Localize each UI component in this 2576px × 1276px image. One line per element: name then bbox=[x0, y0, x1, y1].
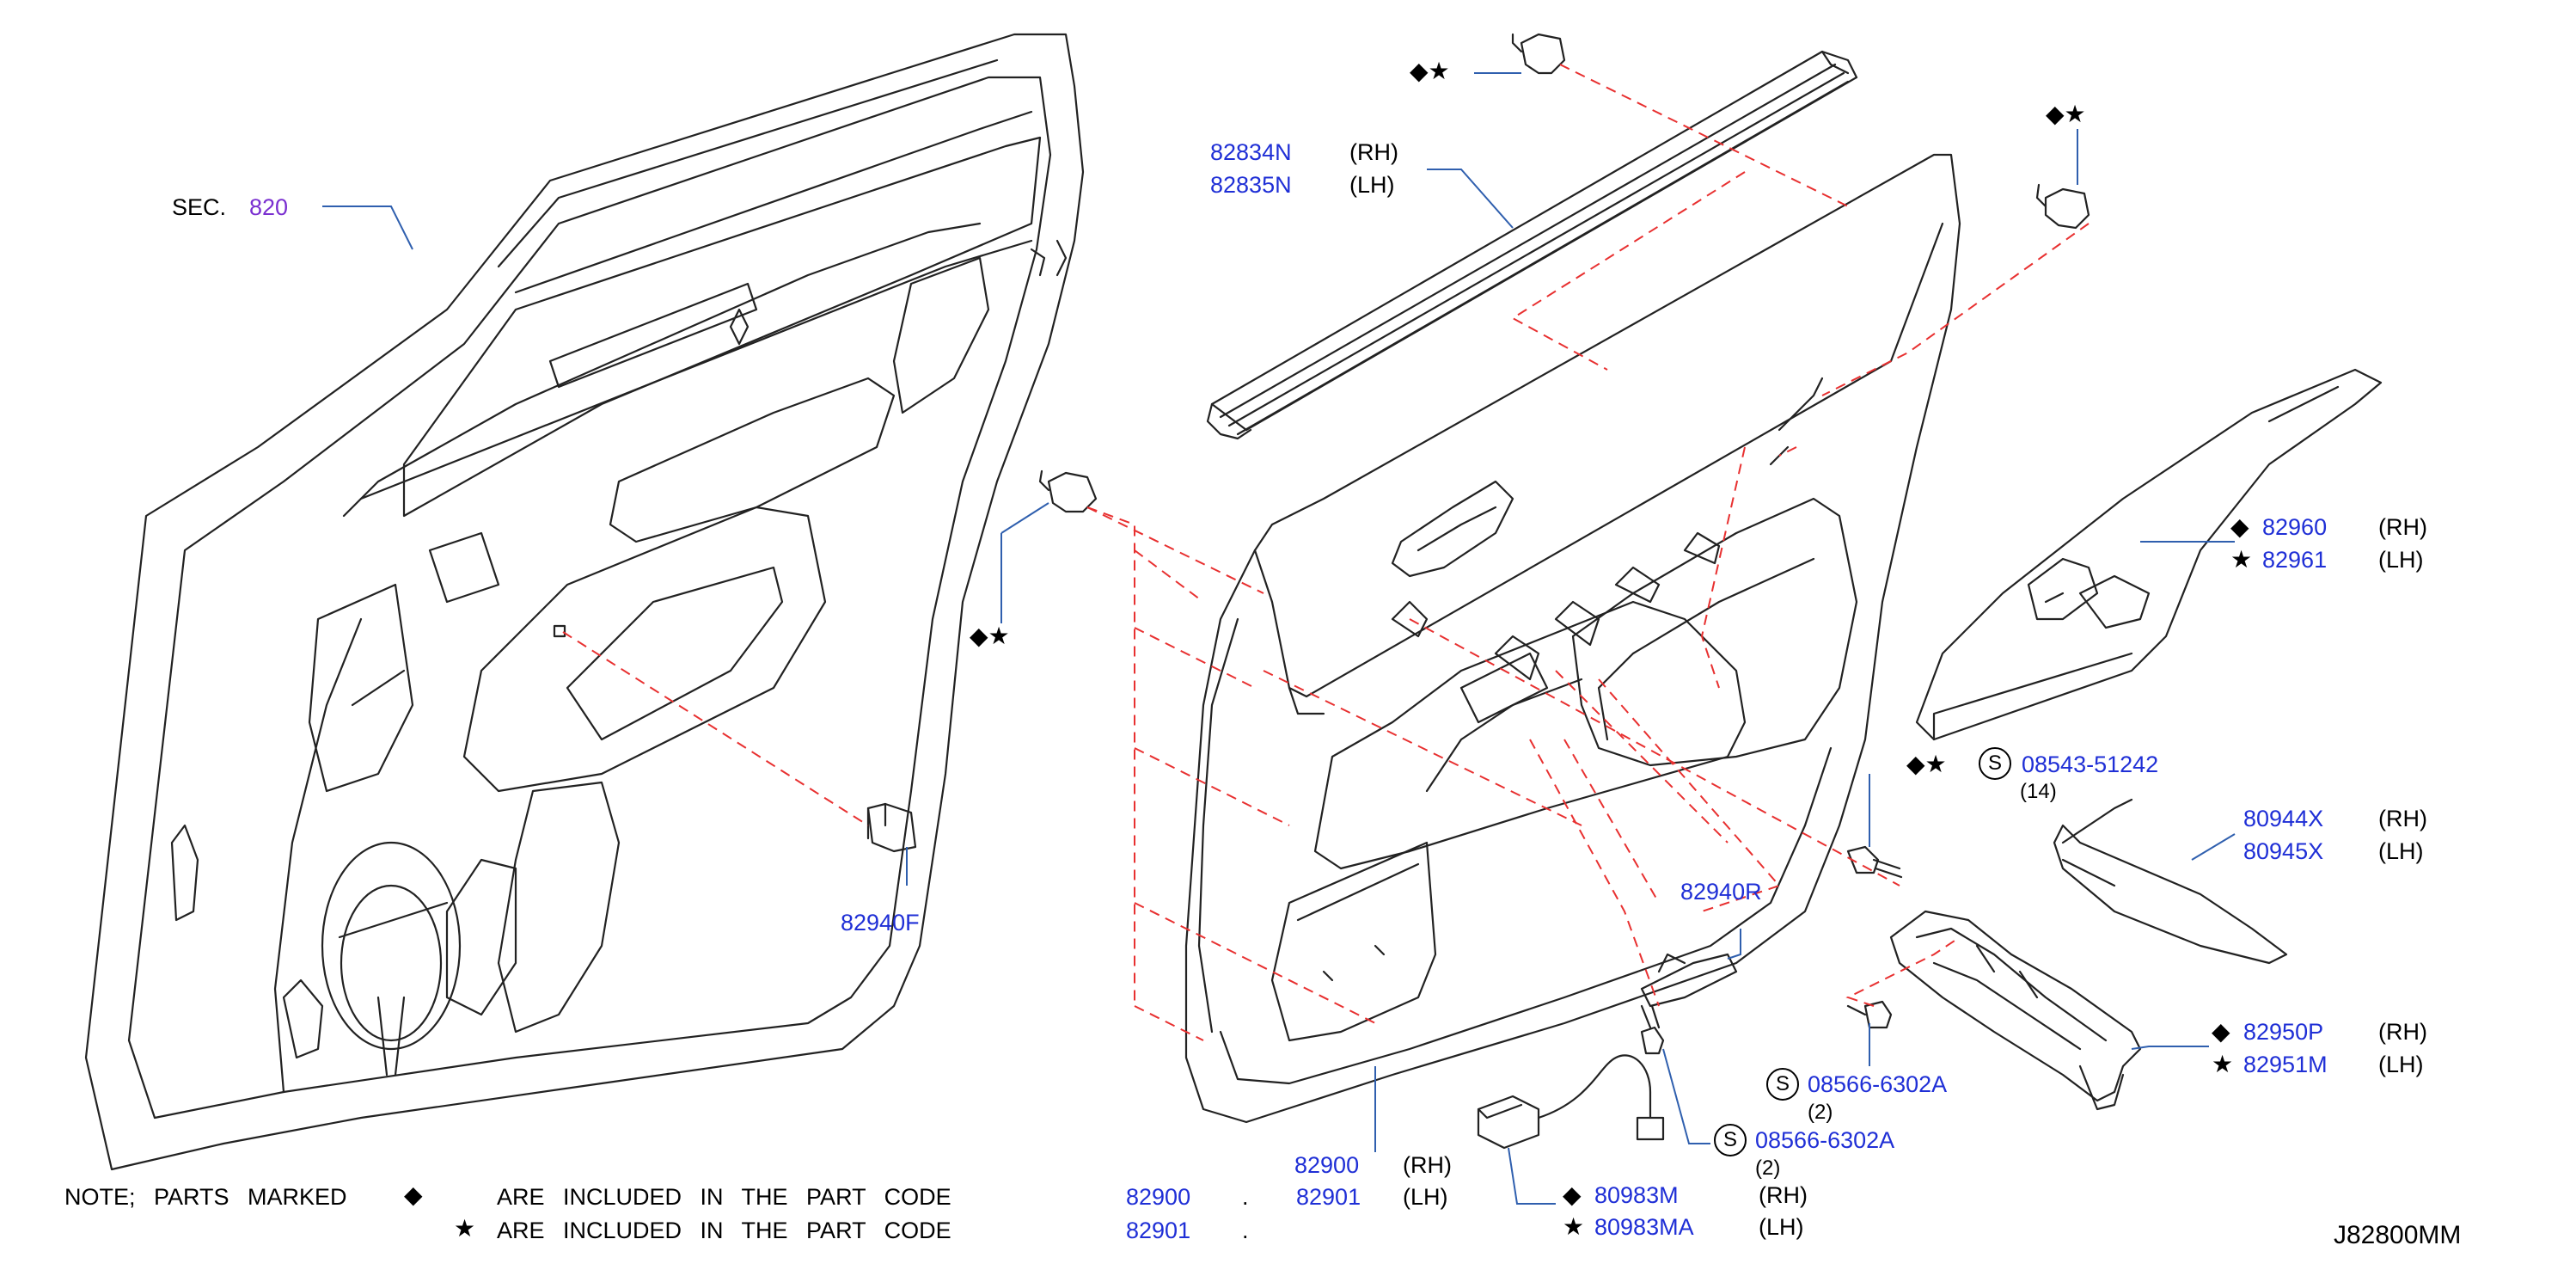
part-80945x-side: (LH) bbox=[2378, 838, 2424, 864]
part-80983m[interactable]: 80983M bbox=[1594, 1182, 1679, 1208]
part-82960[interactable]: 82960 bbox=[2262, 514, 2328, 540]
part-08566-qty: (2) bbox=[1755, 1156, 1781, 1180]
harness-80983m bbox=[1477, 1054, 1665, 1150]
bracket-clip-82940r bbox=[1640, 953, 1738, 1008]
part-82940r[interactable]: 82940R bbox=[1680, 879, 1762, 905]
part-08566-qty: (2) bbox=[1808, 1101, 1833, 1124]
part-82835n[interactable]: 82835N bbox=[1210, 172, 1292, 198]
part-82951m-side: (LH) bbox=[2378, 1052, 2424, 1077]
diamond-star-marker: ◆★ bbox=[2046, 100, 2086, 128]
part-80983m-side: (RH) bbox=[1759, 1182, 1808, 1208]
note-dot: . bbox=[1242, 1218, 1249, 1243]
part-08543-51242[interactable]: 08543-51242 bbox=[2022, 751, 2159, 777]
star-marker: ★ bbox=[2212, 1050, 2234, 1078]
door-inner-panel bbox=[84, 33, 1085, 1171]
part-08543-qty: (14) bbox=[2020, 780, 2057, 803]
note-code-82901[interactable]: 82901 bbox=[1126, 1218, 1191, 1243]
diamond-star-marker: ◆★ bbox=[1906, 750, 1947, 778]
sec-number-link[interactable]: 820 bbox=[249, 194, 289, 220]
part-80945x[interactable]: 80945X bbox=[2243, 838, 2324, 864]
part-08566-6302a[interactable]: 08566-6302A bbox=[1808, 1071, 1948, 1097]
clip-top bbox=[1511, 33, 1566, 75]
diamond-star-marker: ◆★ bbox=[970, 622, 1010, 650]
screw-08566-b bbox=[1640, 1004, 1665, 1055]
star-marker: ★ bbox=[2230, 545, 2253, 574]
diamond-marker: ◆ bbox=[2230, 512, 2249, 541]
diamond-marker: ◆ bbox=[404, 1181, 423, 1209]
part-82950p-side: (RH) bbox=[2378, 1019, 2427, 1045]
part-82900[interactable]: 82900 bbox=[1294, 1152, 1360, 1178]
part-82950p[interactable]: 82950P bbox=[2243, 1019, 2324, 1045]
note-code-82901-side: (LH) bbox=[1403, 1184, 1448, 1210]
note-line2-text: ARE INCLUDED IN THE PART CODE bbox=[497, 1218, 951, 1243]
part-80944x[interactable]: 80944X bbox=[2243, 806, 2324, 831]
part-08566-6302a[interactable]: 08566-6302A bbox=[1755, 1127, 1895, 1153]
pull-handle-bracket bbox=[1889, 910, 2142, 1111]
part-82900-side: (RH) bbox=[1403, 1152, 1452, 1178]
note-line1-prefix: NOTE; PARTS MARKED bbox=[64, 1184, 347, 1210]
clip-left bbox=[1038, 469, 1098, 513]
s-standard-part-badge: S bbox=[1714, 1124, 1747, 1156]
diamond-star-marker: ◆★ bbox=[1410, 57, 1450, 85]
star-marker: ★ bbox=[1563, 1212, 1585, 1241]
note-code-82901[interactable]: 82901 bbox=[1296, 1184, 1361, 1210]
part-82961-side: (LH) bbox=[2378, 547, 2424, 573]
part-82951m[interactable]: 82951M bbox=[2243, 1052, 2328, 1077]
note-dot: . bbox=[1242, 1184, 1249, 1210]
part-82940f[interactable]: 82940F bbox=[841, 910, 920, 936]
diamond-marker: ◆ bbox=[2212, 1017, 2230, 1046]
part-82960-side: (RH) bbox=[2378, 514, 2427, 540]
clip-82940f bbox=[866, 802, 917, 853]
switch-finisher bbox=[1915, 368, 2383, 741]
s-standard-part-badge: S bbox=[1766, 1068, 1799, 1101]
part-80983ma-side: (LH) bbox=[1759, 1214, 1804, 1240]
diagram-id: J82800MM bbox=[2334, 1221, 2462, 1249]
armrest-finisher bbox=[2053, 798, 2288, 965]
part-80983ma[interactable]: 80983MA bbox=[1594, 1214, 1694, 1240]
weatherstrip bbox=[1206, 50, 1858, 440]
note-line1-text: ARE INCLUDED IN THE PART CODE bbox=[497, 1184, 951, 1210]
part-82835n-side: (LH) bbox=[1349, 172, 1395, 198]
note-code-82900[interactable]: 82900 bbox=[1126, 1184, 1191, 1210]
sec-prefix: SEC. bbox=[172, 194, 227, 220]
clip-right-top bbox=[2035, 183, 2090, 230]
star-marker: ★ bbox=[454, 1214, 476, 1242]
part-82834n-side: (RH) bbox=[1349, 139, 1398, 165]
part-82961[interactable]: 82961 bbox=[2262, 547, 2328, 573]
door-trim-panel bbox=[1184, 153, 1961, 1124]
screw-08543 bbox=[1846, 845, 1903, 879]
part-80944x-side: (RH) bbox=[2378, 806, 2427, 831]
diamond-marker: ◆ bbox=[1563, 1181, 1582, 1209]
part-82834n[interactable]: 82834N bbox=[1210, 139, 1292, 165]
s-standard-part-badge: S bbox=[1979, 747, 2011, 780]
